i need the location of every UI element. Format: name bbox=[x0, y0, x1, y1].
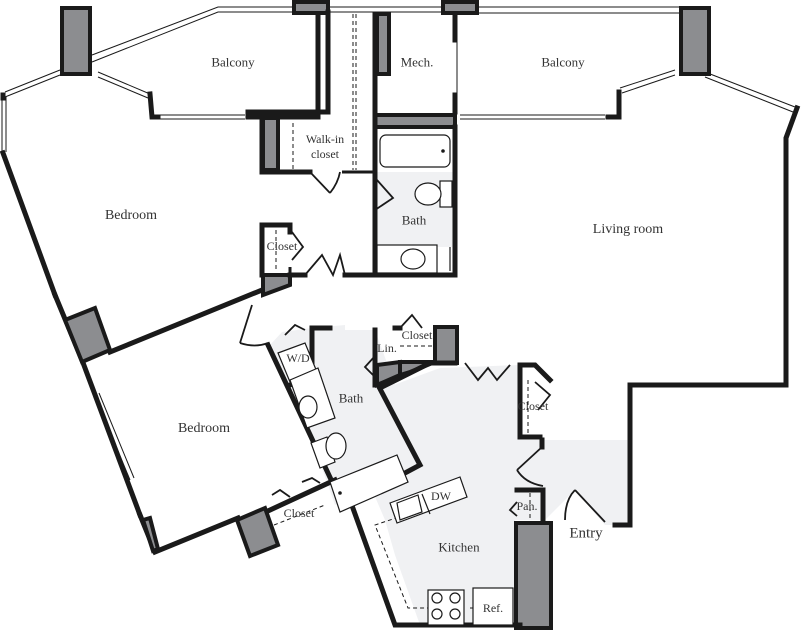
exterior-walls bbox=[0, 9, 801, 556]
label-refrigerator: Ref. bbox=[482, 601, 504, 616]
dashed-shelves bbox=[273, 14, 531, 609]
label-walkin-closet-line1: Walk-in bbox=[305, 132, 345, 147]
label-pantry: Pan. bbox=[516, 499, 538, 514]
label-balcony-left: Balcony bbox=[211, 54, 255, 70]
label-closet-lower: Closet bbox=[283, 506, 315, 521]
label-living-room: Living room bbox=[592, 221, 664, 237]
label-bath-upper: Bath bbox=[401, 212, 427, 228]
bathtub-upper bbox=[379, 134, 451, 168]
label-closet-upper: Closet bbox=[266, 239, 298, 254]
label-bedroom-lower: Bedroom bbox=[177, 420, 231, 436]
label-linen: Lin. bbox=[377, 341, 397, 356]
label-walkin-closet-line2: closet bbox=[311, 147, 339, 162]
label-entry: Entry bbox=[569, 525, 603, 542]
label-bath-lower: Bath bbox=[338, 390, 364, 406]
label-dishwasher: DW bbox=[431, 489, 451, 504]
structural-columns bbox=[60, 0, 711, 630]
label-washer-dryer: W/D bbox=[286, 351, 310, 366]
label-bedroom-upper: Bedroom bbox=[104, 207, 158, 223]
label-closet-entry: Closet bbox=[517, 399, 549, 414]
label-kitchen: Kitchen bbox=[438, 539, 480, 555]
doors bbox=[239, 171, 606, 523]
fixtures bbox=[277, 134, 514, 626]
label-balcony-right: Balcony bbox=[541, 54, 585, 70]
label-mech: Mech. bbox=[400, 54, 434, 70]
label-closet-hall: Closet bbox=[401, 328, 433, 343]
